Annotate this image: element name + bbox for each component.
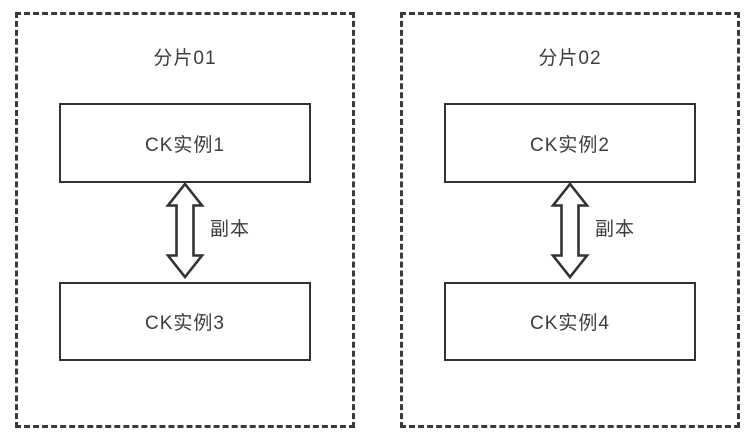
ck-instance-box: CK实例3 (59, 282, 311, 361)
ck-instance-box: CK实例1 (59, 103, 311, 183)
ck-instance-box: CK实例4 (444, 282, 696, 361)
bidirectional-arrow-icon (550, 182, 590, 279)
shard-title: 分片02 (538, 48, 602, 69)
ck-instance-box: CK实例2 (444, 103, 696, 183)
shard-01-panel: 分片01 CK实例1 副本 CK实例3 (15, 12, 355, 428)
replica-label: 副本 (595, 219, 636, 240)
bidirectional-arrow-icon (165, 182, 205, 279)
shard-title: 分片01 (153, 48, 217, 69)
shard-02-panel: 分片02 CK实例2 副本 CK实例4 (400, 12, 740, 428)
replica-label: 副本 (210, 219, 251, 240)
